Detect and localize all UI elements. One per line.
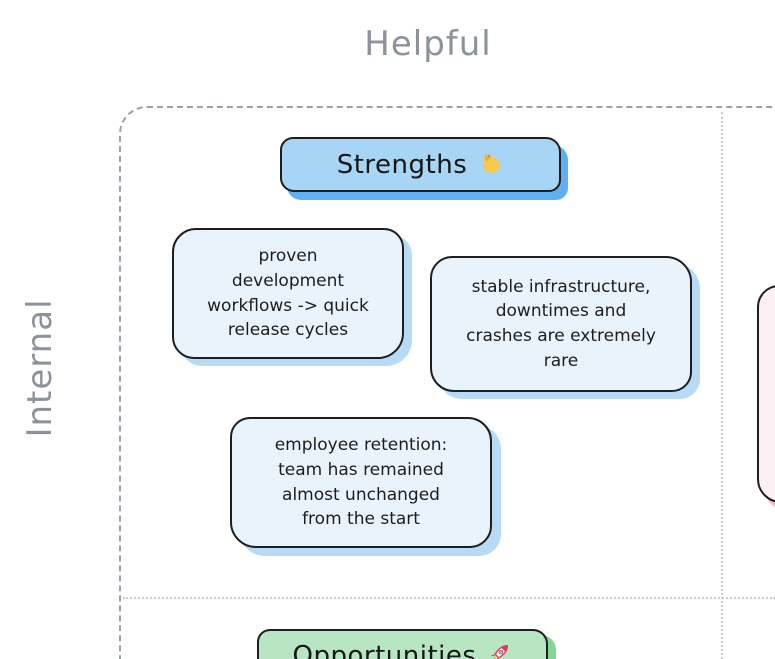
sticky-note-text: stable infrastructure, downtimes and cra… [466, 276, 656, 371]
pink-note-partial[interactable] [757, 285, 775, 503]
opportunities-header[interactable]: Opportunities [257, 629, 548, 659]
opportunities-header-label: Opportunities [292, 641, 477, 659]
strengths-header[interactable]: Strengths [280, 137, 561, 192]
row-label-internal[interactable]: Internal [20, 298, 60, 438]
sticky-note-infrastructure[interactable]: stable infrastructure, downtimes and cra… [430, 256, 692, 392]
swot-quadrant-frame[interactable] [119, 106, 775, 659]
column-label-helpful[interactable]: Helpful [364, 24, 492, 64]
rocket-icon [486, 641, 512, 659]
sticky-note-text: proven development workflows -> quick re… [207, 246, 369, 341]
sticky-note-text: employee retention: team has remained al… [274, 435, 448, 530]
horizontal-quadrant-divider [123, 597, 775, 599]
sticky-note-workflows[interactable]: proven development workflows -> quick re… [172, 228, 404, 359]
flexed-biceps-icon [477, 151, 504, 178]
strengths-header-label: Strengths [336, 149, 468, 180]
vertical-quadrant-divider [721, 112, 723, 659]
sticky-note-retention[interactable]: employee retention: team has remained al… [230, 417, 492, 548]
